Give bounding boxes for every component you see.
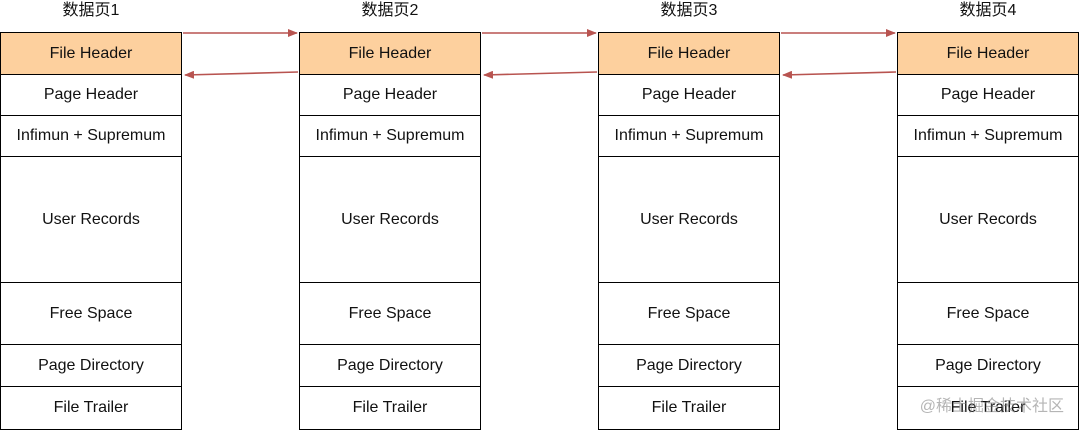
user-records-section: User Records <box>300 157 480 283</box>
page-directory-section: Page Directory <box>300 345 480 387</box>
page-header-section: Page Header <box>300 75 480 116</box>
file-trailer-section: File Trailer <box>651 399 727 416</box>
page-header-section: Page Header <box>599 75 779 116</box>
page-title-2: 数据页2 <box>361 2 419 19</box>
data-page-1: File Header Page Header Infimun + Suprem… <box>0 32 182 430</box>
file-trailer-section: File Trailer <box>950 399 1026 416</box>
page-header-section: Page Header <box>898 75 1078 116</box>
infimum-supremum-section: Infimun + Supremum <box>898 116 1078 157</box>
page-directory-section: Page Directory <box>1 345 181 387</box>
page-directory-section: Page Directory <box>898 345 1078 387</box>
page-title-4: 数据页4 <box>959 2 1017 19</box>
user-records-section: User Records <box>898 157 1078 283</box>
prev-arrow-3-2 <box>483 70 598 79</box>
free-space-section: Free Space <box>300 283 480 345</box>
watermark: @稀土掘金技术社区 <box>919 398 1064 415</box>
infimum-supremum-section: Infimun + Supremum <box>300 116 480 157</box>
data-page-3: File Header Page Header Infimun + Suprem… <box>598 32 780 430</box>
prev-arrow-2-1 <box>184 70 299 79</box>
user-records-section: User Records <box>599 157 779 283</box>
file-header-section: File Header <box>1 33 181 75</box>
user-records-section: User Records <box>1 157 181 283</box>
free-space-section: Free Space <box>1 283 181 345</box>
page-directory-section: Page Directory <box>599 345 779 387</box>
file-header-section: File Header <box>898 33 1078 75</box>
page-title-3: 数据页3 <box>660 2 718 19</box>
data-page-2: File Header Page Header Infimun + Suprem… <box>299 32 481 430</box>
file-header-section: File Header <box>300 33 480 75</box>
page-header-section: Page Header <box>1 75 181 116</box>
data-page-4: File Header Page Header Infimun + Suprem… <box>897 32 1079 430</box>
free-space-section: Free Space <box>898 283 1078 345</box>
prev-arrow-4-3 <box>782 70 897 79</box>
file-trailer-section: File Trailer <box>352 399 428 416</box>
page-title-1: 数据页1 <box>62 2 120 19</box>
infimum-supremum-section: Infimun + Supremum <box>1 116 181 157</box>
infimum-supremum-section: Infimun + Supremum <box>599 116 779 157</box>
file-trailer-section: File Trailer <box>53 399 129 416</box>
free-space-section: Free Space <box>599 283 779 345</box>
file-header-section: File Header <box>599 33 779 75</box>
